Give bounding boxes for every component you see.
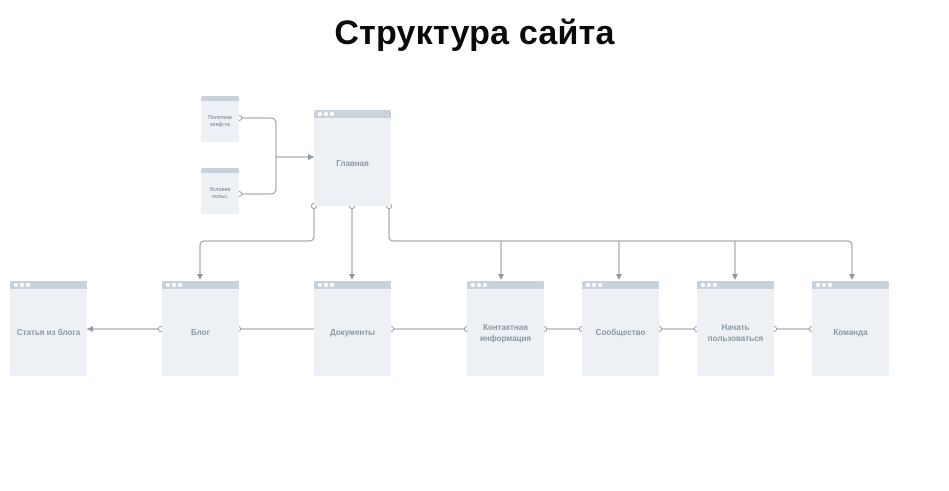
node-label: Команда xyxy=(833,328,868,337)
node-blog[interactable]: Блог xyxy=(162,281,239,376)
node-label: Блог xyxy=(191,328,210,337)
node-header-bar xyxy=(162,281,239,289)
node-header-bar xyxy=(201,96,239,101)
node-header-bar xyxy=(10,281,87,289)
node-label: Документы xyxy=(330,328,375,337)
node-label: Начать пользоваться xyxy=(707,322,764,343)
node-header-bar xyxy=(314,281,391,289)
node-privacy-policy[interactable]: Политика конф-та xyxy=(201,96,239,142)
node-label: Условия польз. xyxy=(209,186,231,200)
connector-small-nodes xyxy=(239,117,277,195)
node-label: Статья из блога xyxy=(16,328,81,337)
connector-home-blog xyxy=(199,206,315,278)
node-community[interactable]: Сообщество xyxy=(582,281,659,376)
node-header-bar xyxy=(812,281,889,289)
node-header-bar xyxy=(201,168,239,173)
node-header-bar xyxy=(314,110,391,118)
node-label: Главная xyxy=(336,159,369,168)
node-label: Политика конф-та xyxy=(208,114,232,128)
node-get-started[interactable]: Начать пользоваться xyxy=(697,281,774,376)
node-team[interactable]: Команда xyxy=(812,281,889,376)
arrow-head xyxy=(349,274,355,280)
arrow-head xyxy=(308,154,314,160)
node-header-bar xyxy=(582,281,659,289)
node-terms-of-use[interactable]: Условия польз. xyxy=(201,168,239,214)
node-documents[interactable]: Документы xyxy=(314,281,391,376)
diagram-title: Структура сайта xyxy=(334,14,615,52)
connector-home-right xyxy=(388,206,853,278)
arrow-head xyxy=(849,274,855,280)
arrow-head xyxy=(616,274,622,280)
node-home[interactable]: Главная xyxy=(314,110,391,206)
node-header-bar xyxy=(467,281,544,289)
node-contacts[interactable]: Контактная информация xyxy=(467,281,544,376)
node-blog-article[interactable]: Статья из блога xyxy=(10,281,87,376)
arrow-head xyxy=(498,274,504,280)
arrow-head xyxy=(87,326,93,332)
arrow-head xyxy=(197,274,203,280)
arrow-head xyxy=(732,274,738,280)
node-header-bar xyxy=(697,281,774,289)
node-label: Контактная информация xyxy=(479,322,532,343)
node-label: Сообщество xyxy=(595,328,646,337)
